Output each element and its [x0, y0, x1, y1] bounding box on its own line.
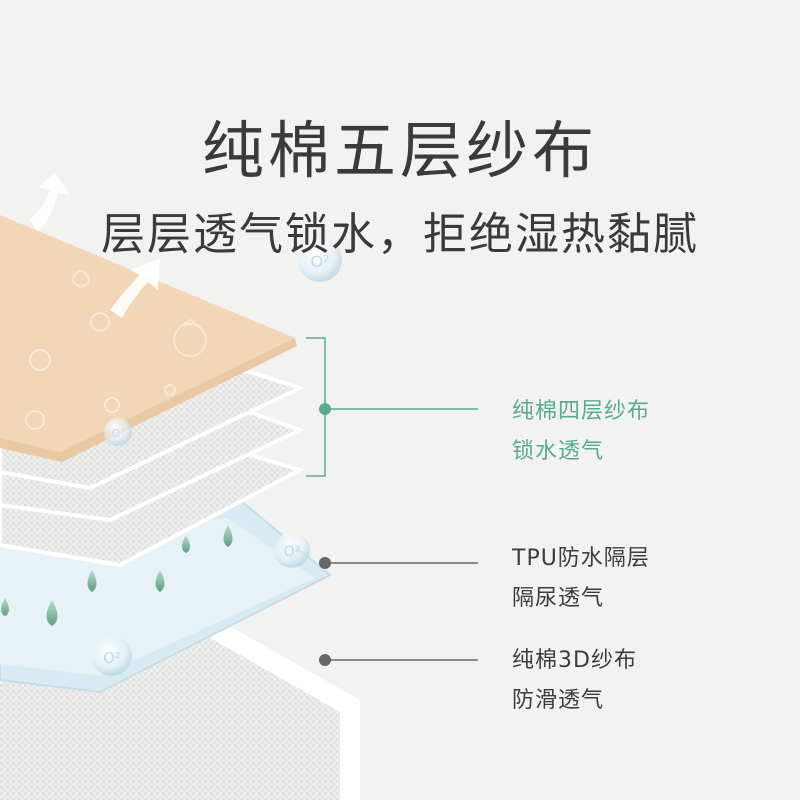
oxygen-bubble-2 — [104, 418, 132, 446]
fabric-motifs — [25, 270, 207, 430]
oxygen-bubble-1 — [298, 238, 342, 282]
layer-label-line: 纯棉四层纱布 — [512, 399, 651, 424]
oxygen-label-2: O² — [111, 427, 124, 440]
oxygen-label-1: O² — [310, 252, 329, 271]
layer-label-line: 锁水透气 — [512, 439, 605, 464]
callout-dot-1 — [319, 403, 331, 415]
oxygen-label-4: O² — [103, 649, 121, 667]
subtitle: 层层透气锁水，拒绝湿热黏腻 — [101, 209, 699, 260]
oxygen-bubble-3 — [274, 532, 310, 568]
layer-label-line: 防滑透气 — [512, 688, 605, 713]
main-title: 纯棉五层纱布 — [201, 114, 598, 187]
top-cotton-layer — [0, 215, 295, 452]
airflow-arrows — [30, 172, 160, 318]
callout-dot-3 — [319, 654, 331, 666]
callout-dot-2 — [319, 557, 331, 569]
oxygen-bubbles — [92, 238, 342, 676]
callout-lines — [306, 337, 478, 666]
water-droplets — [1, 525, 233, 626]
layer-label-cotton-four: 纯棉四层纱布 锁水透气 — [512, 392, 650, 472]
layer-label-tpu: TPU防水隔层 隔尿透气 — [512, 539, 650, 619]
layer-label-line: 隔尿透气 — [512, 586, 605, 611]
layer-label-3d-gauze: 纯棉3D纱布 防滑透气 — [512, 641, 637, 721]
layer-label-line: TPU防水隔层 — [512, 546, 650, 571]
oxygen-bubble-4 — [92, 636, 132, 676]
oxygen-label-3: O² — [284, 544, 301, 560]
layer-label-line: 纯棉3D纱布 — [512, 648, 637, 673]
